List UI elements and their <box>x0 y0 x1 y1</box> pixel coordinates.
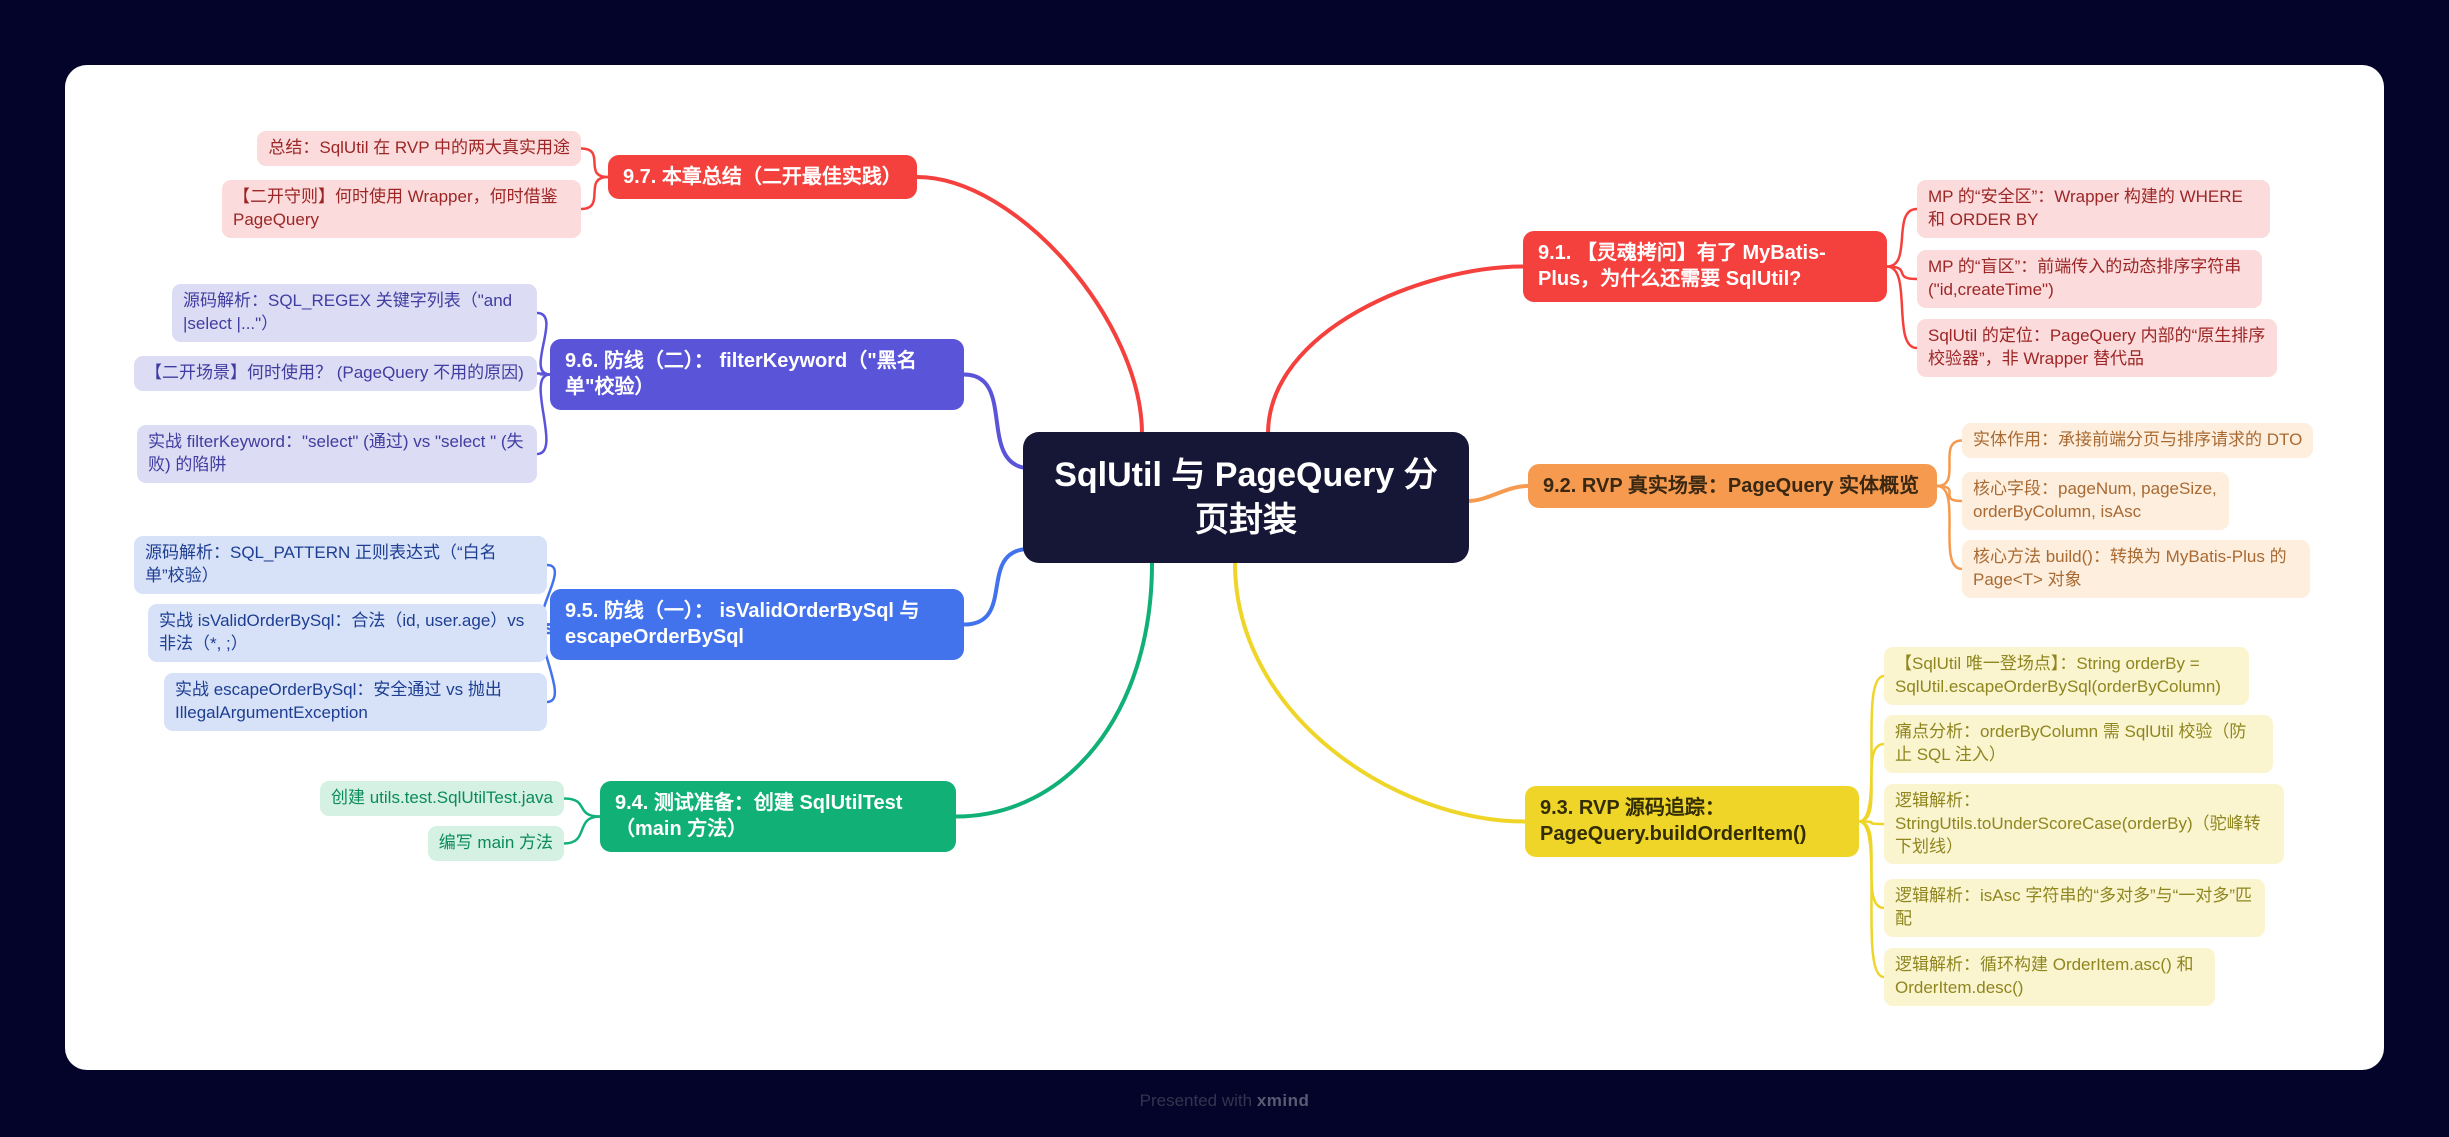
topic-9-3-child[interactable]: 痛点分析：orderByColumn 需 SqlUtil 校验（防止 SQL 注… <box>1884 715 2273 773</box>
topic-9-2-child[interactable]: 核心方法 build()：转换为 MyBatis-Plus 的 Page<T> … <box>1962 540 2310 598</box>
topic-9-6-child[interactable]: 源码解析：SQL_REGEX 关键字列表（"and |select |..."） <box>172 284 537 342</box>
topic-9-4-child[interactable]: 编写 main 方法 <box>427 826 564 861</box>
topic-9-7-child[interactable]: 总结：SqlUtil 在 RVP 中的两大真实用途 <box>257 131 581 166</box>
topic-9-5-child[interactable]: 源码解析：SQL_PATTERN 正则表达式（“白名单”校验） <box>134 536 547 594</box>
branch-9-1[interactable]: 9.1. 【灵魂拷问】有了 MyBatis-Plus，为什么还需要 SqlUti… <box>1523 231 1887 302</box>
topic-9-3-child[interactable]: 逻辑解析：isAsc 字符串的“多对多”与“一对多”匹配 <box>1884 879 2265 937</box>
topic-9-7-child[interactable]: 【二开守则】何时使用 Wrapper，何时借鉴 PageQuery <box>222 180 581 238</box>
topic-9-6-child[interactable]: 【二开场景】何时使用？ (PageQuery 不用的原因) <box>134 356 537 391</box>
xmind-logo: xmind <box>1256 1091 1310 1110</box>
topic-9-1-child[interactable]: SqlUtil 的定位：PageQuery 内部的“原生排序校验器”，非 Wra… <box>1917 319 2277 377</box>
topic-9-3-child[interactable]: 逻辑解析：StringUtils.toUnderScoreCase(orderB… <box>1884 784 2284 865</box>
topic-9-3-child[interactable]: 逻辑解析：循环构建 OrderItem.asc() 和 OrderItem.de… <box>1884 948 2215 1006</box>
topic-9-3-child[interactable]: 【SqlUtil 唯一登场点】：String orderBy = SqlUtil… <box>1884 647 2249 705</box>
topic-9-5-child[interactable]: 实战 isValidOrderBySql：合法（id, user.age）vs … <box>148 604 547 662</box>
branch-9-2[interactable]: 9.2. RVP 真实场景：PageQuery 实体概览 <box>1528 464 1937 509</box>
branch-9-7[interactable]: 9.7. 本章总结（二开最佳实践） <box>608 155 917 200</box>
watermark-text: Presented with <box>1139 1091 1253 1110</box>
branch-9-6[interactable]: 9.6. 防线（二）： filterKeyword（"黑名单"校验） <box>550 339 964 410</box>
topic-9-2-child[interactable]: 实体作用：承接前端分页与排序请求的 DTO <box>1962 423 2314 458</box>
topic-9-1-child[interactable]: MP 的“安全区”：Wrapper 构建的 WHERE 和 ORDER BY <box>1917 180 2270 238</box>
branch-9-4[interactable]: 9.4. 测试准备：创建 SqlUtilTest（main 方法） <box>600 781 956 852</box>
branch-9-5[interactable]: 9.5. 防线（一）： isValidOrderBySql 与 escapeOr… <box>550 589 964 660</box>
topic-9-6-child[interactable]: 实战 filterKeyword："select" (通过) vs "selec… <box>137 425 537 483</box>
watermark: Presented with xmind <box>0 1091 2449 1111</box>
topic-9-2-child[interactable]: 核心字段：pageNum, pageSize, orderByColumn, i… <box>1962 472 2229 530</box>
topic-9-1-child[interactable]: MP 的“盲区”：前端传入的动态排序字符串 ("id,createTime") <box>1917 250 2262 308</box>
topic-9-4-child[interactable]: 创建 utils.test.SqlUtilTest.java <box>319 781 564 816</box>
branch-9-3[interactable]: 9.3. RVP 源码追踪：PageQuery.buildOrderItem() <box>1525 786 1859 857</box>
topic-9-5-child[interactable]: 实战 escapeOrderBySql：安全通过 vs 抛出 IllegalAr… <box>164 673 547 731</box>
central-topic[interactable]: SqlUtil 与 PageQuery 分页封装 <box>1023 432 1469 563</box>
